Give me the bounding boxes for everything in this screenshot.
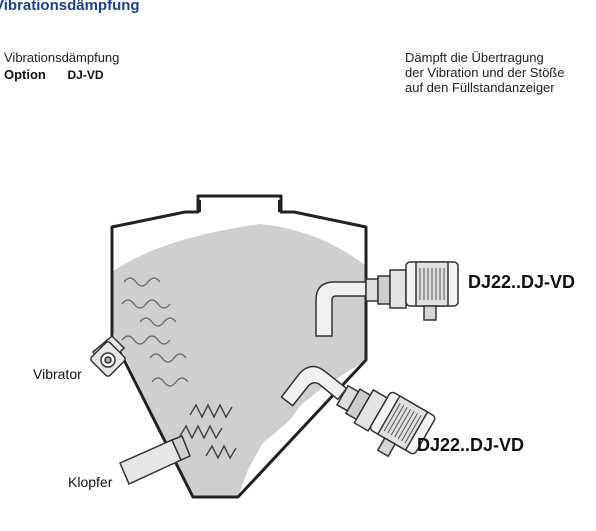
lower-level-sensor [280, 365, 436, 458]
klopfer-label: Klopfer [68, 474, 113, 490]
vibrator-label: Vibrator [33, 366, 82, 382]
bulk-material [112, 224, 366, 497]
description-line-2: der Vibration und der Stöße [405, 65, 565, 80]
description-line-3: auf den Füllstandanzeiger [405, 80, 555, 95]
page-title: Vibrationsdämpfung [0, 0, 140, 14]
description-line-1: Dämpft die Übertragung [405, 50, 544, 65]
option-heading: Vibrationsdämpfung [4, 50, 120, 65]
upper-level-sensor [315, 261, 459, 337]
description: Dämpft die Übertragung der Vibration und… [405, 50, 595, 95]
option-label: Option [4, 67, 46, 82]
knock-zigzags [179, 403, 237, 460]
klopfer-device [119, 435, 191, 486]
device-label-lower: DJ22..DJ-VD [417, 435, 525, 455]
device-label-upper: DJ22..DJ-VD [468, 272, 576, 292]
silo-inlet [199, 200, 280, 212]
vibration-waves [121, 277, 189, 387]
option-row: Option DJ-VD [4, 67, 104, 82]
option-code: DJ-VD [67, 68, 104, 82]
silo-outline [110, 194, 368, 499]
vibrator-device [90, 334, 126, 377]
